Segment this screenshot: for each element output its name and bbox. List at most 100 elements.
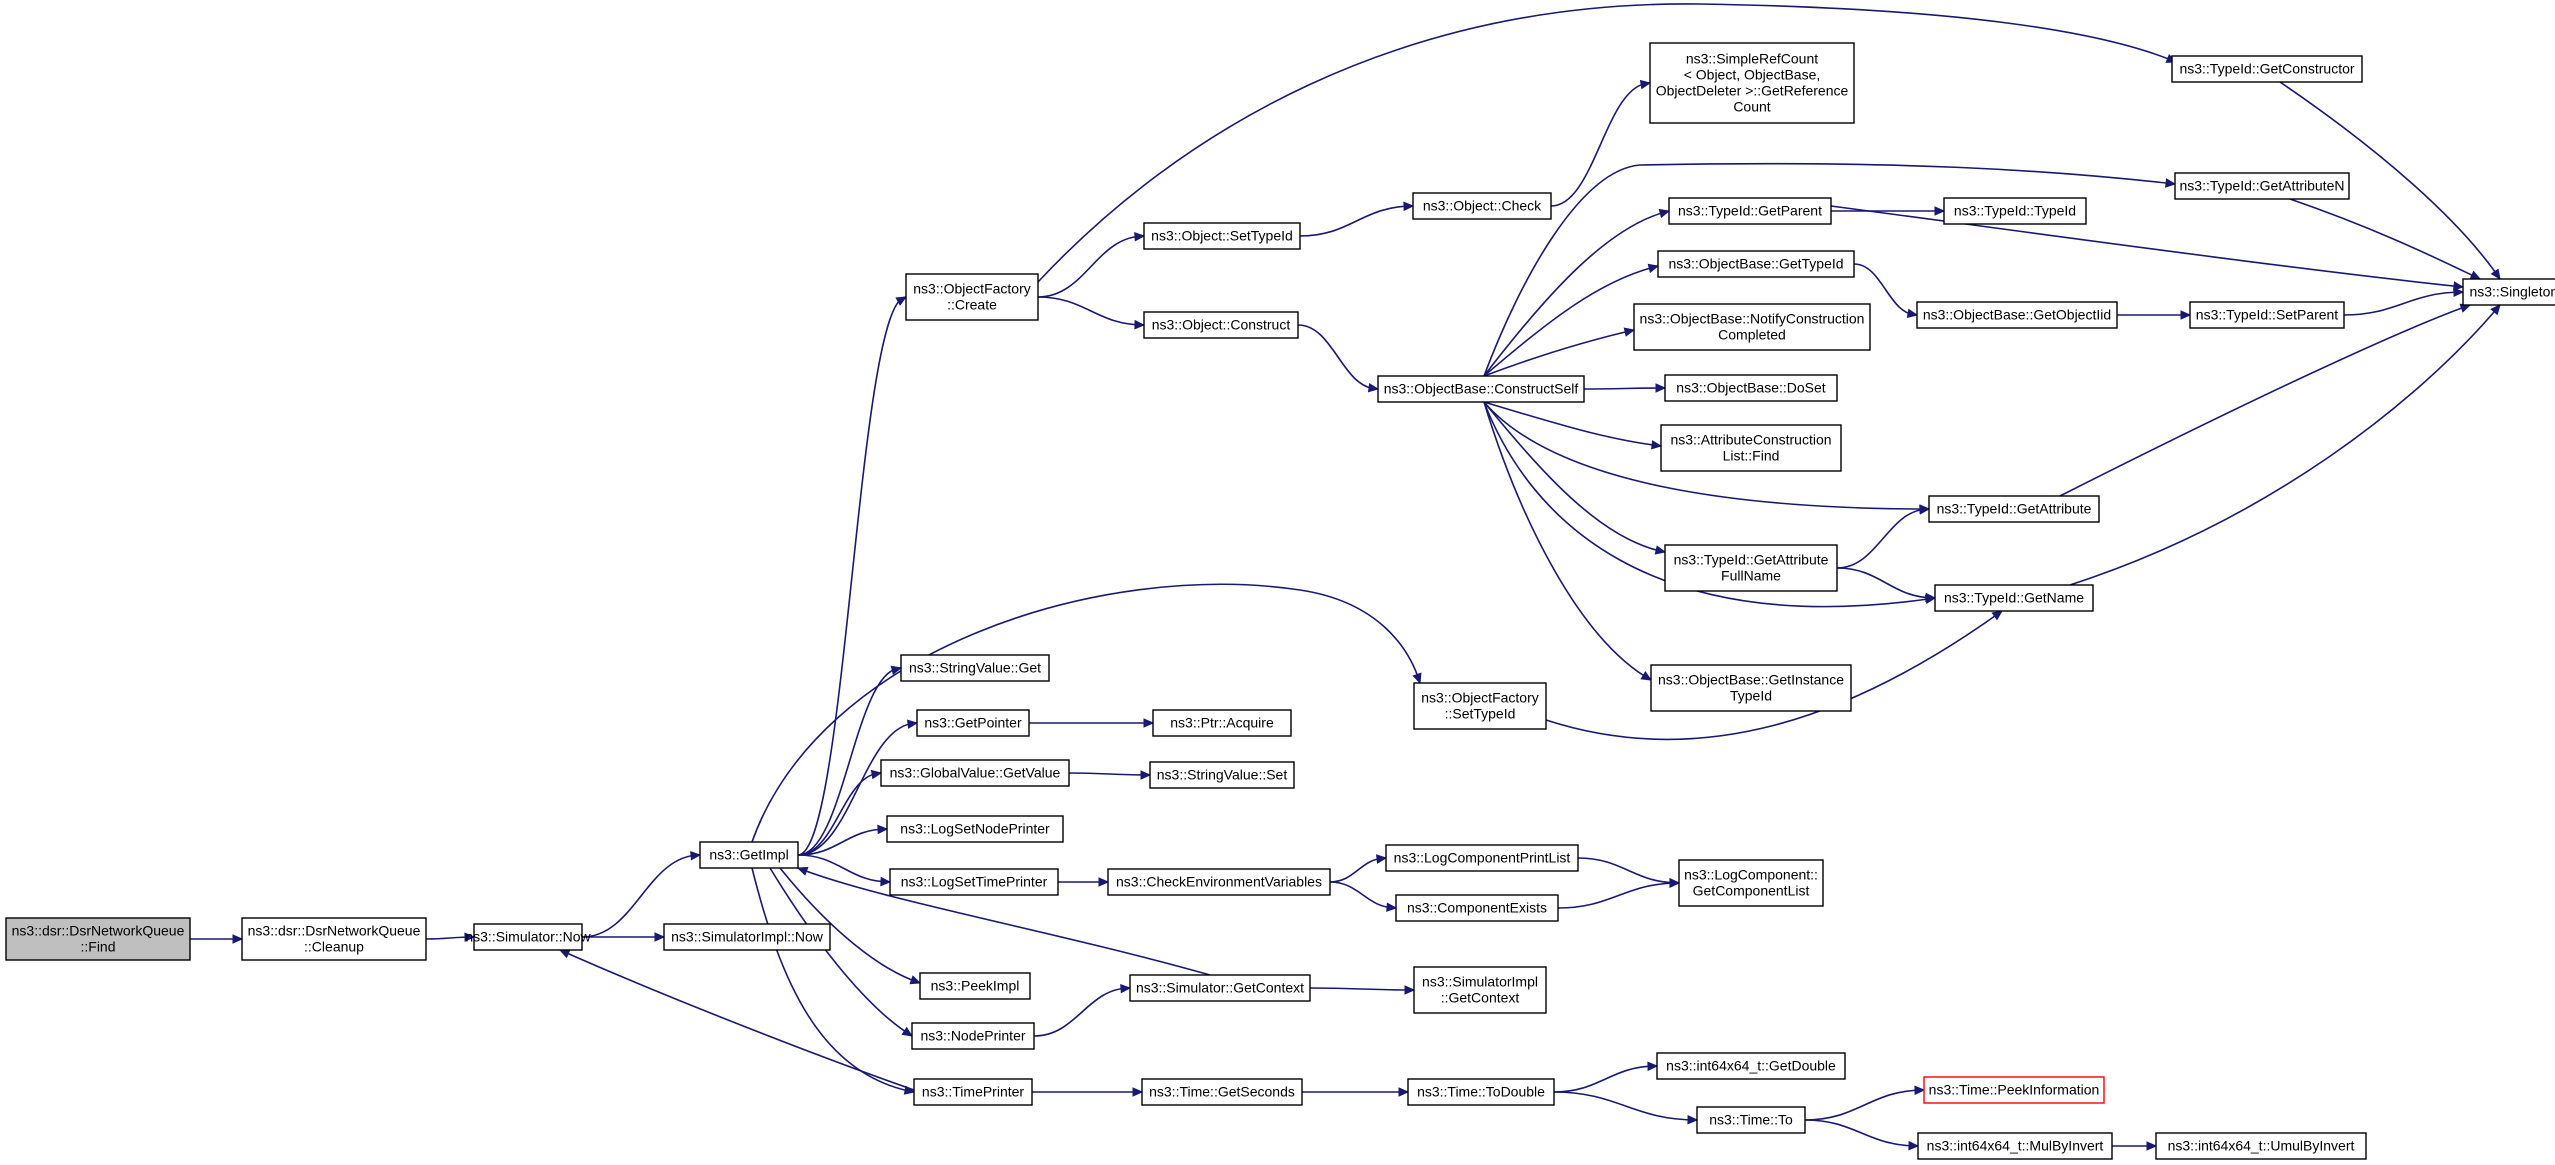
arrowhead [1658, 208, 1671, 219]
node-i64umulbyinv[interactable]: ns3::int64x64_t::UmulByInvert [2155, 1132, 2367, 1160]
node-nodeprinter[interactable]: ns3::NodePrinter [911, 1022, 1035, 1050]
node-objconstruct[interactable]: ns3::Object::Construct [1143, 311, 1299, 339]
edge-line [1037, 235, 1145, 298]
node-tidgetattr[interactable]: ns3::TypeId::GetAttribute [1928, 495, 2100, 523]
node-timegetsec[interactable]: ns3::Time::GetSeconds [1141, 1078, 1303, 1106]
edge-simgetctx-to-simimplgetctx [1309, 985, 1416, 995]
node-obgetobjectiid[interactable]: ns3::ObjectBase::GetObjectIid [1916, 301, 2118, 329]
edge-simnow-to-simimplnow [582, 932, 666, 942]
node-label: TypeId [1730, 687, 1772, 703]
node-obdoset[interactable]: ns3::ObjectBase::DoSet [1664, 374, 1838, 402]
node-ofcreate[interactable]: ns3::ObjectFactory::Create [905, 273, 1039, 321]
edge-obconstructself-to-obgettypeid [1483, 263, 1660, 377]
node-tidsetparent[interactable]: ns3::TypeId::SetParent [2189, 301, 2345, 329]
node-i64getdouble[interactable]: ns3::int64x64_t::GetDouble [1656, 1052, 1846, 1080]
node-timeto[interactable]: ns3::Time::To [1696, 1106, 1806, 1134]
node-stringset[interactable]: ns3::StringValue::Set [1149, 761, 1295, 789]
arrowhead [1647, 1061, 1659, 1072]
node-stringget[interactable]: ns3::StringValue::Get [900, 654, 1050, 682]
edge-line [797, 828, 888, 856]
edge-obgetobjectiid-to-tidsetparent [2117, 310, 2192, 320]
arrowhead [1640, 670, 1653, 681]
node-objsettypeid[interactable]: ns3::Object::SetTypeId [1143, 222, 1301, 250]
node-label: ns3::GetPointer [924, 714, 1022, 730]
node-box [1943, 197, 2087, 225]
node-obnotify[interactable]: ns3::ObjectBase::NotifyConstructionCompl… [1633, 303, 1871, 351]
node-ptracquire[interactable]: ns3::Ptr::Acquire [1152, 709, 1292, 737]
node-label: ns3::TypeId::GetParent [1678, 202, 1822, 218]
node-gvgetvalue[interactable]: ns3::GlobalValue::GetValue [880, 759, 1070, 787]
node-timetodouble[interactable]: ns3::Time::ToDouble [1407, 1078, 1555, 1106]
node-simnow[interactable]: ns3::Simulator::Now [465, 923, 592, 951]
edge-obconstructself-to-acfind [1483, 401, 1663, 450]
node-box [1650, 664, 1852, 712]
node-cleanup[interactable]: ns3::dsr::DsrNetworkQueue::Cleanup [241, 917, 427, 961]
node-tidgetparent[interactable]: ns3::TypeId::GetParent [1668, 197, 1832, 225]
node-tidgetname[interactable]: ns3::TypeId::GetName [1934, 584, 2094, 612]
arrowhead [1376, 854, 1388, 864]
node-getpointer[interactable]: ns3::GetPointer [916, 709, 1030, 737]
node-tidgetctor[interactable]: ns3::TypeId::GetConstructor [2171, 55, 2363, 83]
node-compexists[interactable]: ns3::ComponentExists [1395, 894, 1559, 922]
node-box [1664, 544, 1838, 592]
node-simgetctx[interactable]: ns3::Simulator::GetContext [1129, 974, 1311, 1002]
node-box [889, 868, 1059, 896]
node-obconstructself[interactable]: ns3::ObjectBase::ConstructSelf [1377, 375, 1585, 403]
node-label: ns3::GetImpl [709, 846, 788, 862]
node-label: ::GetContext [1441, 989, 1520, 1005]
edge-tidsetparent-to-singletonget [2343, 287, 2465, 316]
node-label: < Object, ObjectBase, [1684, 66, 1821, 82]
node-checkenv[interactable]: ns3::CheckEnvironmentVariables [1107, 868, 1331, 896]
edge-tidgetattr-to-singletonget [2059, 303, 2472, 497]
node-simimplnow[interactable]: ns3::SimulatorImpl::Now [663, 923, 831, 951]
node-logsettime[interactable]: ns3::LogSetTimePrinter [889, 868, 1059, 896]
node-ofsettypeid[interactable]: ns3::ObjectFactory::SetTypeId [1413, 682, 1547, 730]
node-logcompprint[interactable]: ns3::LogComponentPrintList [1385, 844, 1579, 872]
node-tidtypeid[interactable]: ns3::TypeId::TypeId [1943, 197, 2087, 225]
node-timeprinter[interactable]: ns3::TimePrinter [913, 1078, 1033, 1106]
node-tidgetattrn[interactable]: ns3::TypeId::GetAttributeN [2174, 172, 2350, 200]
node-box [663, 923, 831, 951]
node-logcompgetlist[interactable]: ns3::LogComponent::GetComponentList [1678, 859, 1824, 907]
edge-line [1557, 882, 1680, 909]
edge-line [1545, 610, 2003, 741]
node-label: ns3::int64x64_t::MulByInvert [1927, 1137, 2104, 1153]
node-singletonget[interactable]: ns3::Singleton::Get [2462, 278, 2555, 306]
node-box [1633, 303, 1871, 351]
node-label: List::Find [1723, 447, 1780, 463]
arrowhead [690, 850, 702, 861]
node-label: ns3::ObjectBase::GetObjectIid [1923, 306, 2111, 322]
arrowhead [890, 665, 903, 675]
edge-line [1804, 1089, 1925, 1121]
edge-line [2279, 81, 2501, 280]
node-timepeekinfo[interactable]: ns3::Time::PeekInformation [1923, 1076, 2105, 1104]
node-label: ns3::ObjectFactory [1421, 689, 1539, 705]
node-i64mulbyinv[interactable]: ns3::int64x64_t::MulByInvert [1917, 1132, 2113, 1160]
node-objcheck[interactable]: ns3::Object::Check [1412, 192, 1552, 220]
arrowhead [1639, 79, 1652, 90]
node-box [905, 273, 1039, 321]
node-box [1934, 584, 2094, 612]
node-box [1377, 375, 1585, 403]
arrowhead [1134, 319, 1146, 330]
node-find[interactable]: ns3::dsr::DsrNetworkQueue::Find [5, 917, 191, 961]
node-logsetnode[interactable]: ns3::LogSetNodePrinter [886, 815, 1064, 843]
arrowhead [796, 866, 809, 876]
edge-cleanup-to-simnow [425, 932, 476, 942]
node-getimpl[interactable]: ns3::GetImpl [699, 841, 799, 869]
edge-line [2059, 304, 2471, 497]
node-box [1143, 222, 1301, 250]
edge-ofsettypeid-to-tidgetname [1545, 610, 2004, 741]
edge-obconstructself-to-obgetinstance [1483, 401, 1653, 681]
edge-line [1483, 265, 1659, 377]
node-peekimpl[interactable]: ns3::PeekImpl [919, 972, 1031, 1000]
arrowhead [1651, 440, 1663, 450]
node-simplerefcount[interactable]: ns3::SimpleRefCount< Object, ObjectBase,… [1649, 42, 1855, 124]
edge-line [1583, 387, 1666, 390]
node-simimplgetctx[interactable]: ns3::SimulatorImpl::GetContext [1413, 966, 1547, 1014]
node-obgettypeid[interactable]: ns3::ObjectBase::GetTypeId [1657, 250, 1855, 278]
